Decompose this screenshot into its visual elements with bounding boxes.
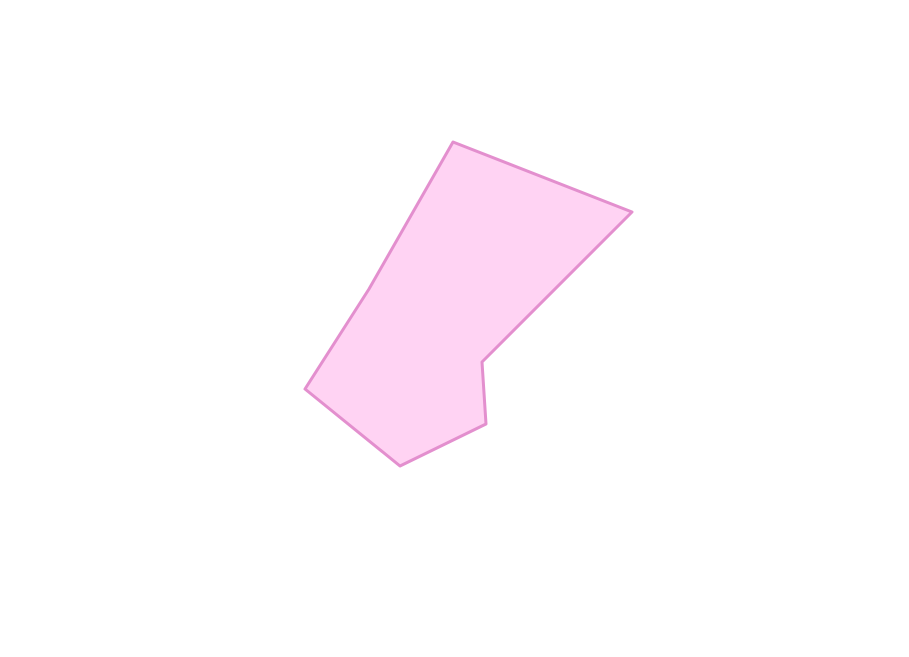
map-polygon-feature[interactable] — [303, 140, 634, 468]
